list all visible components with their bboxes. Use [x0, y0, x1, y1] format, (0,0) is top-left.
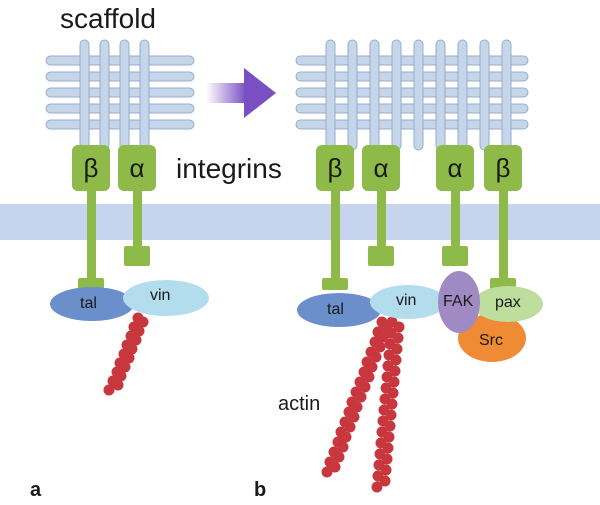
beta-subunit-label: β: [327, 153, 343, 183]
integrins-label: integrins: [176, 153, 282, 184]
src-label: Src: [479, 332, 503, 349]
beta-subunit-label: β: [495, 153, 511, 183]
panel-b-label: b: [254, 479, 267, 501]
alpha-subunit-label: α: [373, 153, 389, 183]
scaffold-label: scaffold: [60, 3, 156, 34]
beta-subunit-label: β: [83, 153, 99, 183]
scaffold-a: [45, 39, 195, 151]
vinculin-b: [370, 285, 446, 319]
paxillin-label: pax: [495, 294, 521, 311]
fak-b: [438, 271, 480, 333]
alpha-subunit-label: α: [447, 153, 463, 183]
src-b: [458, 314, 526, 362]
actin-filament-a: [103, 312, 149, 396]
integrin-alpha-b1: [362, 145, 400, 266]
alpha-subunit-label: α: [129, 153, 145, 183]
integrin-beta-b2: [484, 145, 522, 290]
vinculin-label: vin: [396, 292, 417, 309]
vinculin-label: vin: [150, 287, 171, 304]
talin-label: tal: [80, 295, 97, 312]
integrin-alpha-b2: [436, 145, 474, 266]
talin-b: [297, 293, 381, 327]
vinculin-a: [123, 280, 209, 316]
talin-a: [50, 287, 134, 321]
panel-a-label: a: [30, 479, 42, 501]
actin-label: actin: [278, 393, 321, 415]
integrin-beta-a: [72, 145, 110, 290]
actin-filament-b2: [371, 316, 405, 493]
integrin-beta-b1: [316, 145, 354, 290]
paxillin-b: [473, 286, 543, 322]
scaffold-b: [295, 39, 529, 151]
transition-arrow: [206, 68, 276, 118]
talin-label: tal: [327, 301, 344, 318]
fak-label: FAK: [443, 293, 474, 310]
integrin-alpha-a: [118, 145, 156, 266]
actin-filament-b1: [321, 316, 393, 478]
